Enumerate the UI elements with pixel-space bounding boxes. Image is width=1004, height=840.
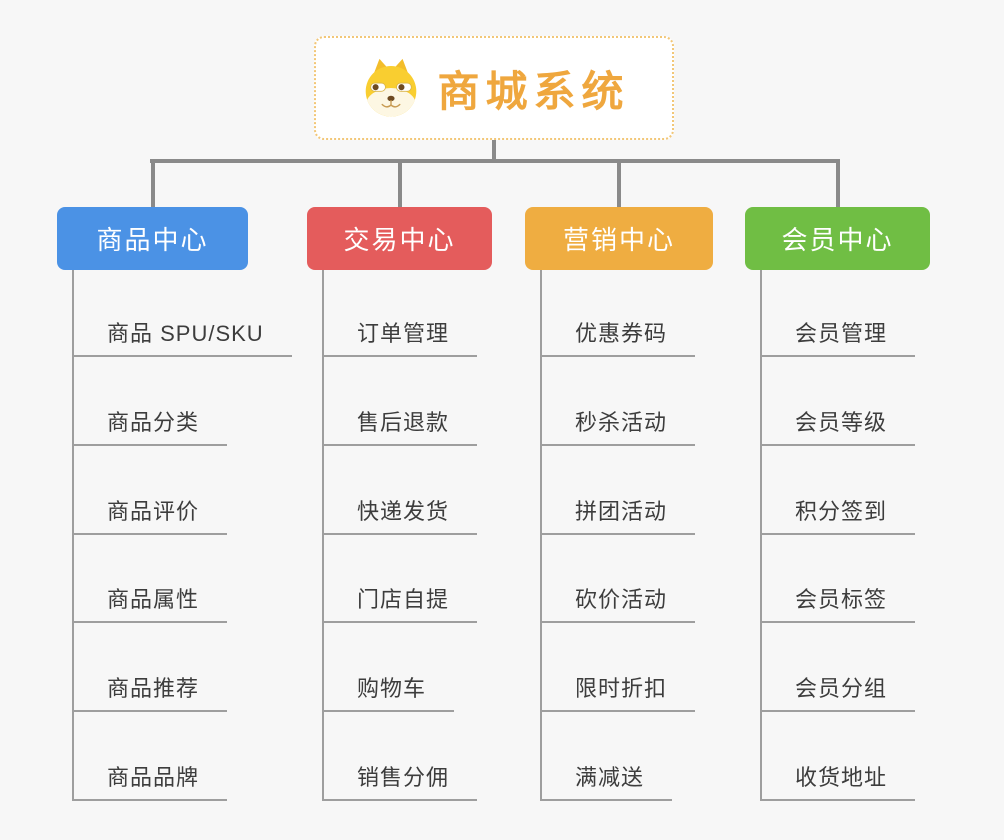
leaf-node[interactable]: 会员管理 xyxy=(762,319,916,357)
leaf-node[interactable]: 销售分佣 xyxy=(324,763,478,801)
leaf-node[interactable]: 会员等级 xyxy=(762,408,916,446)
leaf-node[interactable]: 积分签到 xyxy=(762,497,916,535)
leaf-node[interactable]: 快递发货 xyxy=(324,497,478,535)
connector-branch-drop xyxy=(150,159,155,207)
connector-branch-drop xyxy=(397,159,402,207)
branch-spine: 订单管理售后退款快递发货门店自提购物车销售分佣 xyxy=(322,270,478,801)
leaf-node[interactable]: 商品属性 xyxy=(74,585,228,624)
leaf-node[interactable]: 砍价活动 xyxy=(542,585,696,624)
branch-node-3[interactable]: 会员中心 xyxy=(745,207,930,270)
branch-spine: 优惠券码秒杀活动拼团活动砍价活动限时折扣满减送 xyxy=(540,270,696,801)
leaf-node[interactable]: 秒杀活动 xyxy=(542,408,696,446)
leaf-node[interactable]: 商品分类 xyxy=(74,408,228,446)
branch-spine: 会员管理会员等级积分签到会员标签会员分组收货地址 xyxy=(760,270,916,801)
root-node[interactable]: 商城系统 xyxy=(314,36,674,140)
leaf-node[interactable]: 商品推荐 xyxy=(74,674,228,713)
leaf-node[interactable]: 售后退款 xyxy=(324,408,478,446)
connector-branch-drop xyxy=(835,159,840,207)
branch-node-2[interactable]: 营销中心 xyxy=(525,207,713,270)
branch-node-1[interactable]: 交易中心 xyxy=(307,207,492,270)
branch-spine: 商品 SPU/SKU 商品分类商品评价商品属性商品推荐商品品牌 xyxy=(72,270,292,801)
shiba-dog-icon xyxy=(358,55,424,121)
connector-horizontal-bar xyxy=(150,159,840,163)
leaf-node[interactable]: 商品 SPU/SKU xyxy=(74,319,292,357)
connector-root-stem xyxy=(492,138,496,163)
leaf-node[interactable]: 购物车 xyxy=(324,674,455,713)
leaf-node[interactable]: 收货地址 xyxy=(762,763,916,801)
leaf-node[interactable]: 会员分组 xyxy=(762,674,916,713)
leaf-node[interactable]: 商品品牌 xyxy=(74,763,228,801)
leaf-node[interactable]: 限时折扣 xyxy=(542,674,696,713)
branch-node-0[interactable]: 商品中心 xyxy=(57,207,248,270)
leaf-node[interactable]: 订单管理 xyxy=(324,319,478,357)
leaf-node[interactable]: 门店自提 xyxy=(324,585,478,624)
leaf-node[interactable]: 商品评价 xyxy=(74,497,228,535)
leaf-node[interactable]: 拼团活动 xyxy=(542,497,696,535)
connector-branch-drop xyxy=(617,159,621,207)
leaf-node[interactable]: 满减送 xyxy=(542,763,673,801)
leaf-node[interactable]: 会员标签 xyxy=(762,585,916,624)
leaf-node[interactable]: 优惠券码 xyxy=(542,319,696,357)
root-title: 商城系统 xyxy=(437,67,630,115)
